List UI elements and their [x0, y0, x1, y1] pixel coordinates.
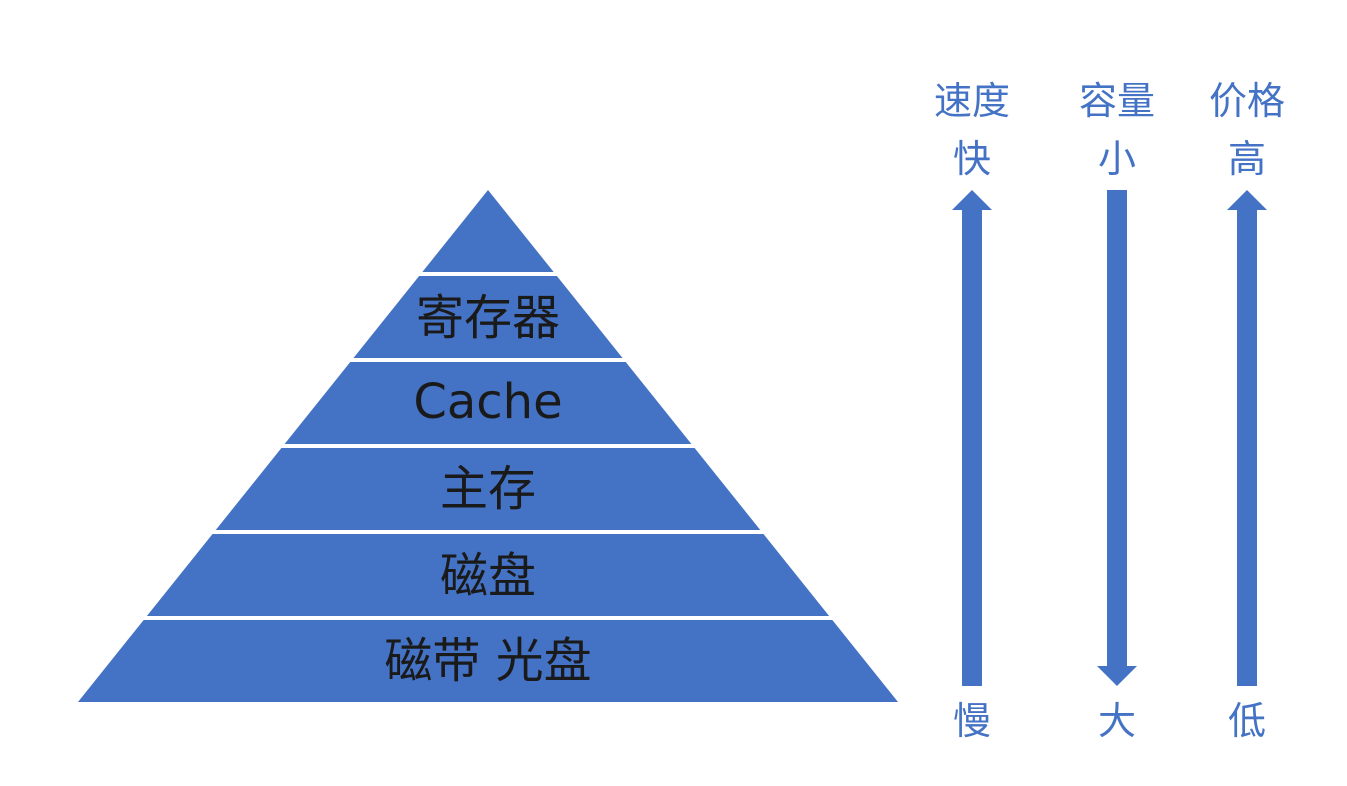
axis-bottom-label-speed: 慢	[953, 699, 991, 743]
axis-speed: 速度 快 慢	[934, 79, 1010, 743]
arrow-up-icon	[1227, 190, 1267, 686]
axis-title-capacity: 容量	[1079, 79, 1155, 123]
axis-bottom-label-capacity: 大	[1098, 699, 1136, 743]
pyramid-layer-main-memory	[215, 448, 761, 530]
axis-title-price: 价格	[1209, 79, 1285, 123]
axis-title-speed: 速度	[934, 79, 1010, 123]
arrow-up-icon	[952, 190, 992, 686]
axis-top-label-capacity: 小	[1098, 137, 1136, 181]
pyramid-layer-register	[353, 276, 623, 358]
pyramid-layer-cache	[284, 362, 692, 444]
axis-top-label-price: 高	[1228, 137, 1266, 181]
arrow-up-shape	[952, 190, 992, 686]
axis-price: 价格 高 低	[1209, 79, 1285, 743]
pyramid-layer-tape-optical	[78, 620, 898, 702]
pyramid: 寄存器 Cache 主存 磁盘 磁带 光盘	[78, 190, 898, 702]
pyramid-layer-disk	[146, 534, 830, 616]
axis-bottom-label-price: 低	[1228, 699, 1266, 743]
layer-label-tape-optical: 磁带 光盘	[384, 633, 591, 689]
layer-label-disk: 磁盘	[440, 548, 536, 604]
layer-label-main-memory: 主存	[440, 461, 536, 517]
arrow-down-shape	[1097, 190, 1137, 686]
layer-label-cache: Cache	[413, 374, 562, 430]
axis-top-label-speed: 快	[953, 137, 991, 181]
arrow-down-icon	[1097, 190, 1137, 686]
axis-capacity: 容量 小 大	[1079, 79, 1155, 743]
pyramid-layer-apex	[422, 190, 554, 272]
arrow-up-shape	[1227, 190, 1267, 686]
layer-label-register: 寄存器	[416, 290, 560, 346]
